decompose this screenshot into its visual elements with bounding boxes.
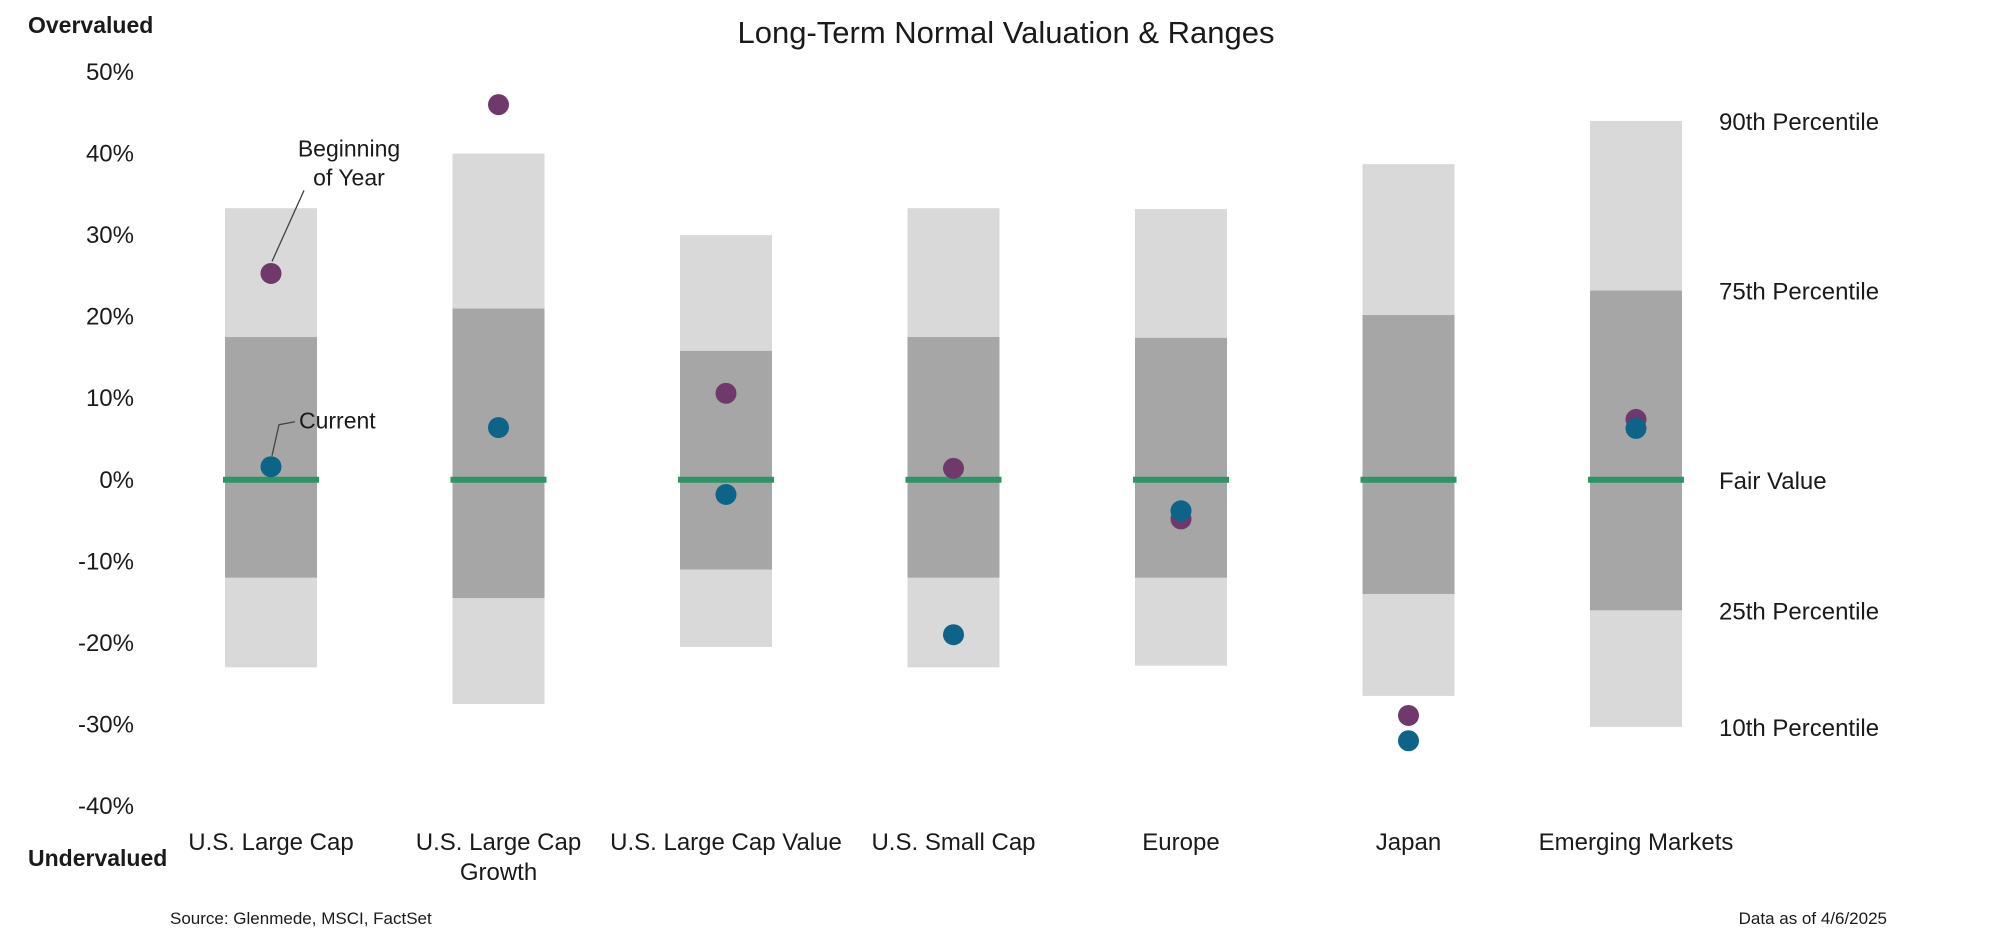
category-label: U.S. Large Cap Value (610, 829, 842, 856)
y-tick-label: -40% (78, 793, 134, 820)
y-tick-label: 50% (86, 59, 134, 86)
inner-range-bar (1135, 337, 1227, 578)
y-tick-label: 40% (86, 141, 134, 168)
inner-range-bar (1362, 315, 1455, 594)
data-points (260, 94, 1647, 752)
beginning-of-year-point (260, 262, 282, 284)
percentile-label-75th-percentile: 75th Percentile (1719, 279, 1879, 306)
percentile-label-fair-value: Fair Value (1719, 468, 1827, 495)
undervalued-label: Undervalued (28, 845, 167, 871)
category-label: U.S. Large Cap (188, 829, 353, 856)
category-label: Emerging Markets (1539, 829, 1734, 856)
y-tick-label: 10% (86, 385, 134, 412)
annotation-leaders (271, 190, 305, 456)
data-date-note: Data as of 4/6/2025 (1739, 909, 1887, 928)
chart-title: Long-Term Normal Valuation & Ranges (737, 15, 1274, 50)
y-tick-label: -10% (78, 548, 134, 575)
y-axis-tick-labels: 50% 40% 30% 20% 10% 0% -10% -20% -30% -40% (78, 59, 134, 820)
y-tick-label: 20% (86, 304, 134, 331)
beginning-of-year-point (488, 94, 509, 116)
current-point (260, 456, 282, 478)
inner-range-bar (1590, 290, 1682, 611)
category-label: Japan (1376, 829, 1441, 856)
overvalued-label: Overvalued (28, 12, 153, 38)
current-point (715, 483, 737, 505)
current-point (1398, 730, 1419, 752)
inner-range-bar (452, 308, 545, 599)
beginning-of-year-point (715, 382, 737, 404)
inner-range-bar (907, 337, 1000, 578)
annotation-leader-line (271, 190, 305, 262)
annotation-leader-line (271, 421, 296, 456)
y-tick-label: -20% (78, 630, 134, 657)
percentile-label-10th-percentile: 10th Percentile (1719, 715, 1879, 742)
annotation-current: Current (299, 408, 376, 434)
beginning-of-year-point (943, 457, 964, 479)
category-label: U.S. Small Cap (871, 829, 1035, 856)
category-label: Europe (1142, 829, 1219, 856)
current-point (943, 624, 964, 646)
current-point (488, 417, 509, 439)
y-tick-label: 30% (86, 222, 134, 249)
current-point (1170, 500, 1192, 522)
percentile-bands (225, 120, 1682, 727)
source-note: Source: Glenmede, MSCI, FactSet (170, 909, 432, 928)
beginning-of-year-point (1398, 704, 1419, 726)
y-tick-label: -30% (78, 711, 134, 738)
percentile-label-90th-percentile: 90th Percentile (1719, 109, 1879, 136)
y-tick-label: 0% (99, 467, 134, 494)
percentile-label-25th-percentile: 25th Percentile (1719, 598, 1879, 625)
current-point (1625, 417, 1647, 439)
